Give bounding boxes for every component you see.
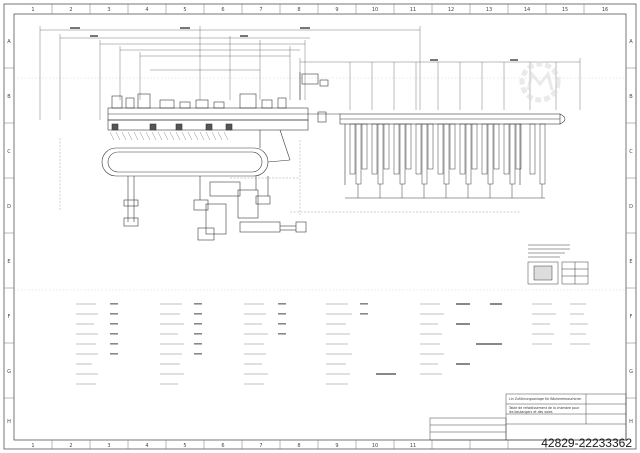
sub-boundaries <box>59 138 520 215</box>
feeder-assembly <box>123 176 307 241</box>
row-label: H <box>629 419 633 425</box>
row-label: C <box>7 149 11 155</box>
col-label: 14 <box>524 7 530 13</box>
legend-lines <box>76 303 590 385</box>
col-label: 2 <box>69 443 72 449</box>
column-ticks <box>51 4 585 449</box>
col-label: 11 <box>410 443 416 449</box>
conveyor-lanes <box>349 123 546 185</box>
row-label: E <box>629 259 632 265</box>
col-label: 10 <box>372 443 378 449</box>
col-label: 3 <box>107 7 110 13</box>
row-label: B <box>629 94 633 100</box>
col-label: 16 <box>602 7 608 13</box>
watermark-logo-icon <box>519 61 561 103</box>
col-label: 4 <box>145 443 148 449</box>
conveyor-loop <box>101 129 291 177</box>
row-ticks <box>4 67 636 399</box>
row-label: G <box>629 369 633 375</box>
title-line-2: Table de refoidissement de la chambre po… <box>508 406 580 410</box>
outer-frame <box>3 3 637 450</box>
title-line-1: Lin Zuführungsanlage für Bäckereimaschin… <box>509 397 581 401</box>
title-block <box>429 393 627 441</box>
column-labels-bottom: 1 2 3 4 5 6 7 8 9 10 11 <box>31 443 416 449</box>
dimension-chains <box>39 26 581 120</box>
hatched-bands <box>109 131 229 141</box>
col-label: 6 <box>221 443 224 449</box>
col-label: 2 <box>69 7 72 13</box>
row-label: E <box>7 259 10 265</box>
col-label: 4 <box>145 7 148 13</box>
row-label: A <box>629 39 633 45</box>
main-machine-line <box>107 93 309 131</box>
row-labels: A B C D E F G H A B C D E F G H <box>7 39 633 425</box>
col-label: 1 <box>31 7 34 13</box>
watermark-id: 42829-22233362 <box>541 436 632 450</box>
col-label: 15 <box>562 7 568 13</box>
transfer-connector <box>299 72 340 123</box>
col-label: 8 <box>297 7 300 13</box>
row-label: C <box>629 149 633 155</box>
col-label: 13 <box>486 7 492 13</box>
col-label: 10 <box>372 7 378 13</box>
legend-value-marks <box>110 303 502 375</box>
column-labels-top: 1 2 3 4 5 6 7 8 9 10 11 12 13 14 15 16 <box>31 7 608 13</box>
col-label: 7 <box>259 443 262 449</box>
col-label: 12 <box>448 7 454 13</box>
row-label: B <box>7 94 11 100</box>
col-label: 5 <box>183 7 186 13</box>
row-label: F <box>630 314 633 320</box>
conveyor-dimension-lines <box>349 62 557 110</box>
col-label: 6 <box>221 7 224 13</box>
col-label: 5 <box>183 443 186 449</box>
col-label: 9 <box>335 7 338 13</box>
col-label: 11 <box>410 7 416 13</box>
inner-frame <box>13 13 627 441</box>
lane-supports <box>345 184 545 199</box>
dimension-marks <box>70 27 518 61</box>
row-label: A <box>7 39 11 45</box>
col-label: 8 <box>297 443 300 449</box>
row-label: F <box>8 314 11 320</box>
cooling-conveyor <box>339 113 566 185</box>
col-label: 7 <box>259 7 262 13</box>
section-detail <box>527 244 589 285</box>
row-label: D <box>7 204 11 210</box>
col-label: 1 <box>31 443 34 449</box>
row-label: H <box>7 419 11 425</box>
row-label: G <box>7 369 11 375</box>
col-label: 3 <box>107 443 110 449</box>
title-line-3: les boulangers et des voies <box>509 410 553 414</box>
zone-grid <box>14 77 626 291</box>
row-label: D <box>629 204 633 210</box>
col-label: 9 <box>335 443 338 449</box>
